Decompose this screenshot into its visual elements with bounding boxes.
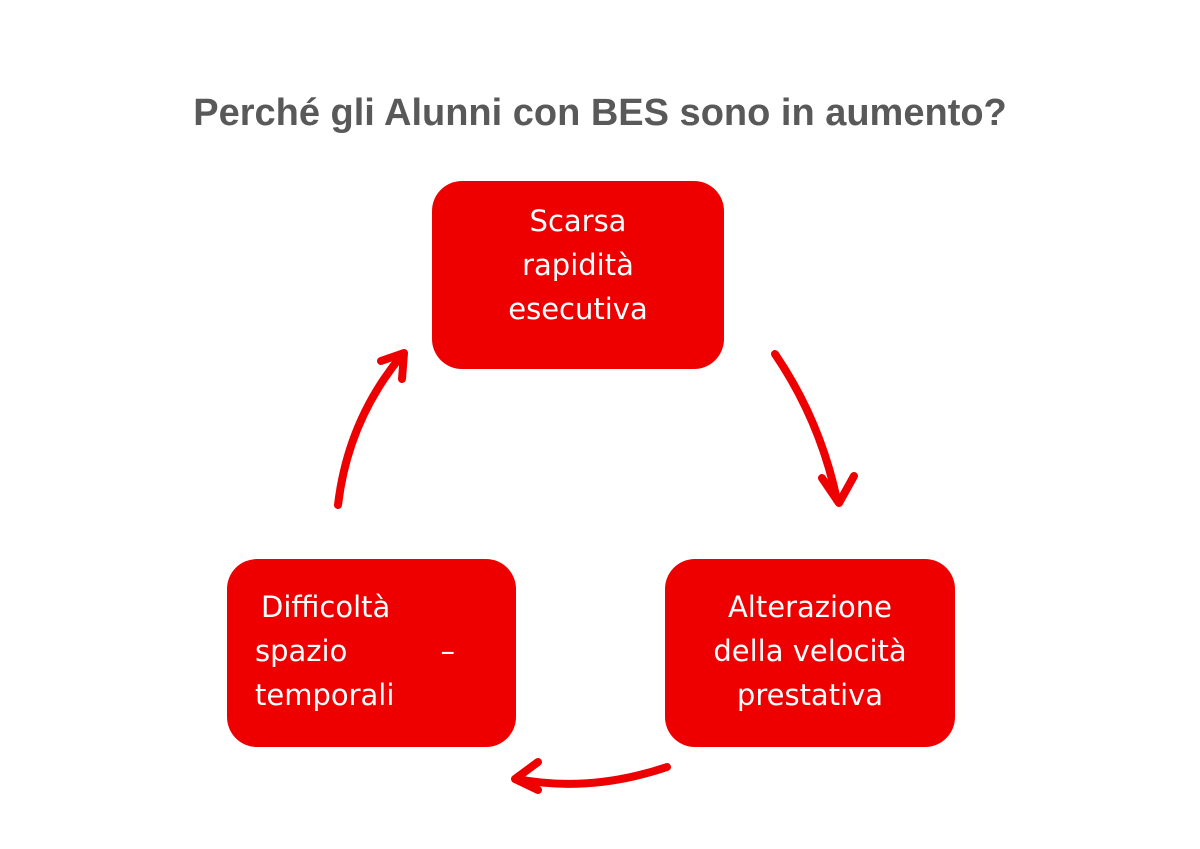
arrow-right-to-left [511,758,671,794]
node-right-line-2: della velocità [713,634,907,668]
node-difficolta-spazio-temporali: Difficoltà spazio – temporali [227,559,516,747]
node-left-line-2: spazio – [255,629,455,673]
node-top-line-1: Scarsa [529,204,627,238]
node-left-line-1: Difficoltà [261,590,391,624]
node-top-line-2: rapidità [522,248,634,282]
slide-title: Perché gli Alunni con BES sono in aument… [193,92,1007,134]
arrow-top-to-right [771,350,858,507]
node-left-word-spazio: spazio [255,634,348,668]
node-left-line-3: temporali [255,678,395,712]
node-right-line-3: prestativa [736,678,884,712]
arrow-left-to-top [334,349,408,509]
node-top-line-3: esecutiva [508,292,648,326]
node-right-line-1: Alterazione [727,590,893,624]
node-scarsa-rapidita-esecutiva: Scarsa rapidità esecutiva [432,181,724,369]
node-left-dash: – [440,634,456,668]
node-alterazione-velocita-prestativa: Alterazione della velocità prestativa [665,559,955,747]
